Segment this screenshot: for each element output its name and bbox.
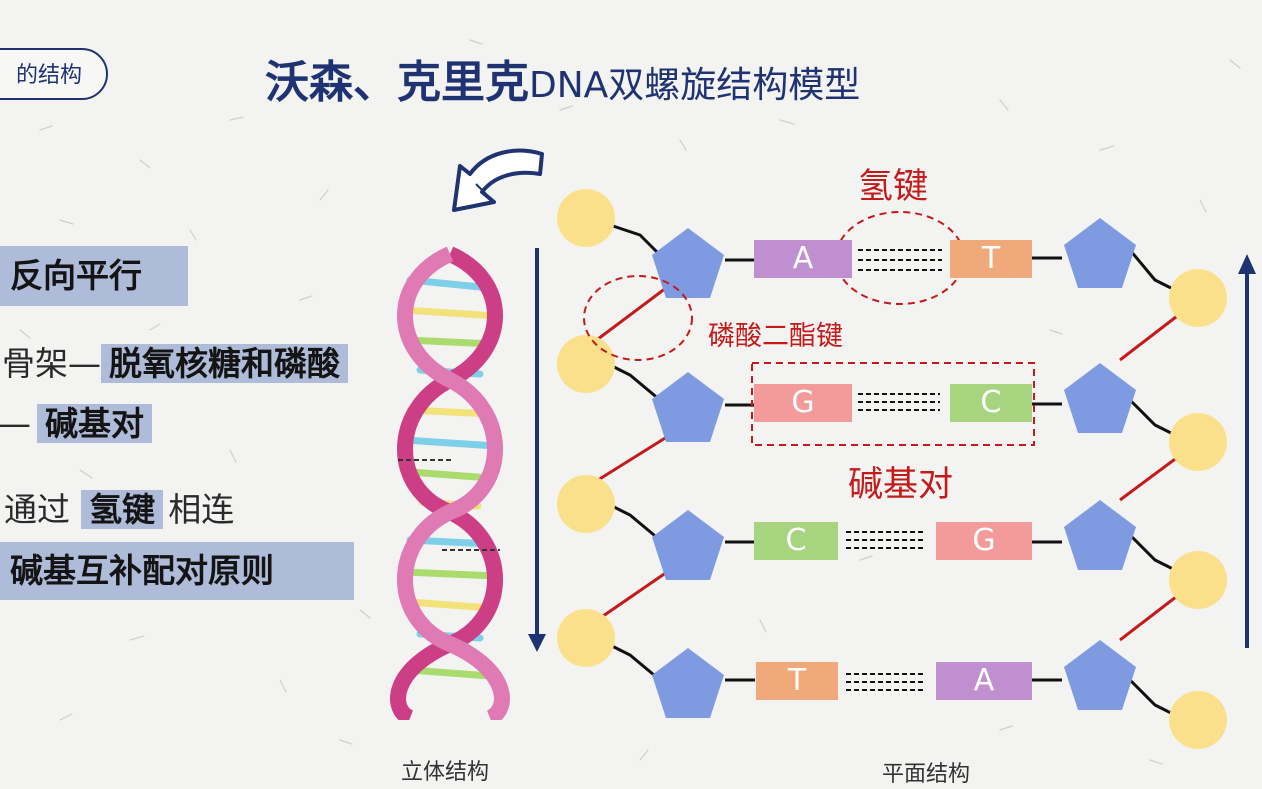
note-line-3: —碱基对 (0, 397, 152, 451)
strand-direction-down-arrow (528, 248, 546, 654)
connector-right-1 (1130, 250, 1175, 290)
planar-structure-caption: 平面结构 (882, 756, 970, 788)
phosphodiester-bond-left-1 (590, 285, 670, 345)
phosphodiester-bond-left-2 (590, 435, 670, 485)
hydrogen-bond-callout (836, 212, 964, 304)
base-box-c-3: C (754, 522, 838, 560)
deoxyribose-right-4 (1064, 640, 1136, 710)
phosphate-right-2 (1169, 413, 1227, 471)
note-backbone: 脱氧核糖和磷酸 (101, 344, 348, 383)
section-tab[interactable]: 的结构 (0, 48, 108, 100)
connector-right-2 (1130, 400, 1175, 435)
strand-direction-up-arrow (1238, 254, 1256, 650)
hydrogen-bond-label: 氢键 (858, 158, 928, 209)
phosphate-right-4 (1169, 691, 1227, 749)
connector-right-3 (1130, 535, 1175, 570)
base-box-t-4: T (756, 662, 838, 700)
note-line-2: 骨架—脱氧核糖和磷酸 (2, 336, 348, 392)
note-hydrogen: 氢键 (81, 490, 163, 529)
deoxyribose-left-4 (652, 648, 724, 718)
rotate-arrow-icon (436, 140, 554, 236)
note-basepair: 碱基对 (37, 404, 152, 443)
title-main: 沃森、克里克 (265, 57, 529, 108)
base-pair-label: 碱基对 (848, 456, 953, 507)
deoxyribose-left-1 (652, 228, 724, 298)
base-box-g-2: G (754, 384, 852, 422)
double-helix-illustration (380, 240, 520, 720)
phosphodiester-bond-label: 磷酸二酯键 (708, 314, 843, 353)
phosphate-left-2 (557, 335, 615, 393)
note-backbone-prefix: 骨架— (2, 344, 101, 383)
note-line-5: 碱基互补配对原则 (0, 542, 354, 600)
deoxyribose-right-2 (1064, 363, 1136, 433)
connector-left-1 (610, 225, 660, 255)
phosphate-left-1 (557, 189, 615, 247)
connector-right-4 (1130, 680, 1175, 715)
base-box-a-4: A (936, 662, 1032, 700)
deoxyribose-left-2 (652, 372, 724, 442)
phosphate-left-4 (557, 609, 615, 667)
phosphate-right-1 (1169, 269, 1227, 327)
note-complementary: 碱基互补配对原则 (0, 542, 354, 600)
deoxyribose-right-3 (1064, 500, 1136, 570)
note-line-4: 通过 氢键 相连 (4, 482, 234, 538)
note-antiparallel: 反向平行 (0, 246, 188, 306)
phosphate-left-3 (557, 475, 615, 533)
base-box-t-1: T (950, 240, 1032, 278)
base-box-g-3: G (936, 522, 1032, 560)
title-sub: DNA双螺旋结构模型 (529, 65, 860, 106)
stereo-structure-caption: 立体结构 (401, 754, 489, 786)
deoxyribose-left-3 (652, 510, 724, 580)
base-box-c-2: C (950, 384, 1032, 422)
note-connect-suffix: 相连 (168, 490, 234, 529)
base-box-a-1: A (754, 240, 852, 278)
note-connect-prefix: 通过 (4, 490, 70, 529)
note-basepair-prefix: — (0, 404, 31, 443)
deoxyribose-right-1 (1064, 218, 1136, 288)
slide-title: 沃森、克里克DNA双螺旋结构模型 (265, 46, 860, 110)
connector-left-2 (610, 365, 660, 400)
phosphate-right-3 (1169, 551, 1227, 609)
connector-left-3 (610, 505, 660, 540)
note-line-1: 反向平行 (0, 246, 188, 306)
section-tab-label: 的结构 (16, 63, 82, 88)
